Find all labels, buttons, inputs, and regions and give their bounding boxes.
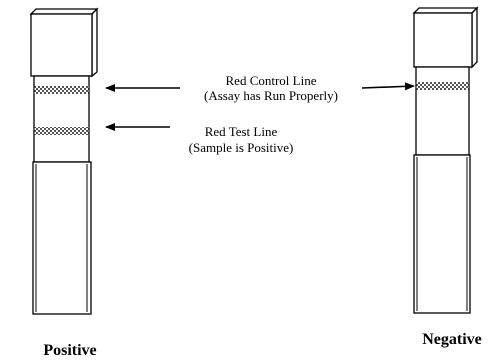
control-line-subtitle: (Assay has Run Properly) bbox=[204, 88, 338, 103]
positive-strip bbox=[29, 7, 99, 315]
control-arrow-right bbox=[361, 82, 415, 91]
positive-strip-pad bbox=[32, 161, 92, 315]
test-line-subtitle: (Sample is Positive) bbox=[189, 140, 294, 155]
negative-label: Negative bbox=[422, 331, 482, 348]
positive-label: Positive bbox=[43, 342, 96, 359]
negative-strip-cap bbox=[412, 6, 479, 69]
control-line-title: Red Control Line bbox=[226, 73, 317, 88]
positive-control-band bbox=[34, 86, 89, 94]
test-line-title: Red Test Line bbox=[205, 124, 278, 139]
positive-test-band bbox=[34, 127, 89, 135]
negative-strip-pad bbox=[413, 154, 471, 314]
negative-strip bbox=[412, 6, 479, 314]
negative-strip-window bbox=[415, 66, 470, 156]
negative-control-band bbox=[416, 82, 469, 90]
positive-strip-cap bbox=[29, 7, 99, 78]
